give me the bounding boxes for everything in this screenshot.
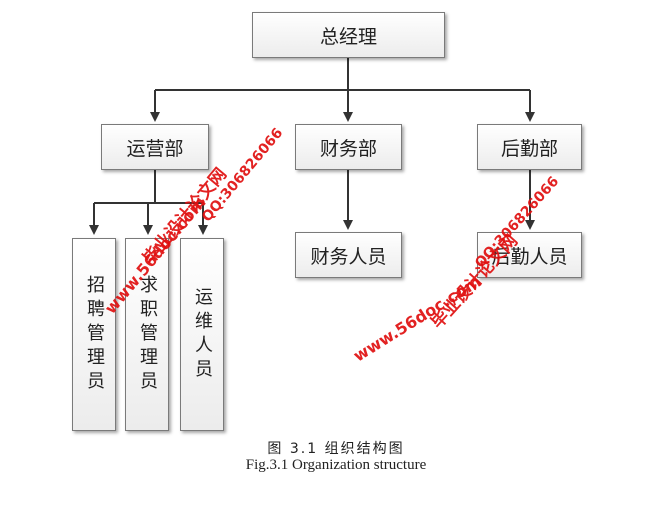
dept-ops-label: 运营部 xyxy=(126,137,184,160)
dept-finance-box: 财务部 xyxy=(295,124,402,170)
figure-caption-chinese: 图 3.1 组织结构图 xyxy=(267,441,405,457)
root-node-label: 总经理 xyxy=(319,25,377,48)
root-node-box: 总经理 xyxy=(252,12,445,58)
dept-ops-box: 运营部 xyxy=(101,124,209,170)
maintenance-staff-label: 运维人员 xyxy=(192,286,213,383)
dept-logistics-label: 后勤部 xyxy=(500,137,558,160)
jobseeker-admin-label: 求职管理员 xyxy=(137,274,158,395)
logistics-staff-label: 后勤人员 xyxy=(491,245,568,268)
recruit-admin-box: 招聘管理员 xyxy=(72,238,116,431)
maintenance-staff-box: 运维人员 xyxy=(180,238,224,431)
recruit-admin-label: 招聘管理员 xyxy=(84,274,105,395)
dept-finance-label: 财务部 xyxy=(319,137,377,160)
figure-caption-english: Fig.3.1 Organization structure xyxy=(245,457,427,473)
finance-staff-label: 财务人员 xyxy=(310,245,387,268)
logistics-staff-box: 后勤人员 xyxy=(477,232,582,278)
dept-logistics-box: 后勤部 xyxy=(477,124,582,170)
jobseeker-admin-box: 求职管理员 xyxy=(125,238,169,431)
finance-staff-box: 财务人员 xyxy=(295,232,402,278)
